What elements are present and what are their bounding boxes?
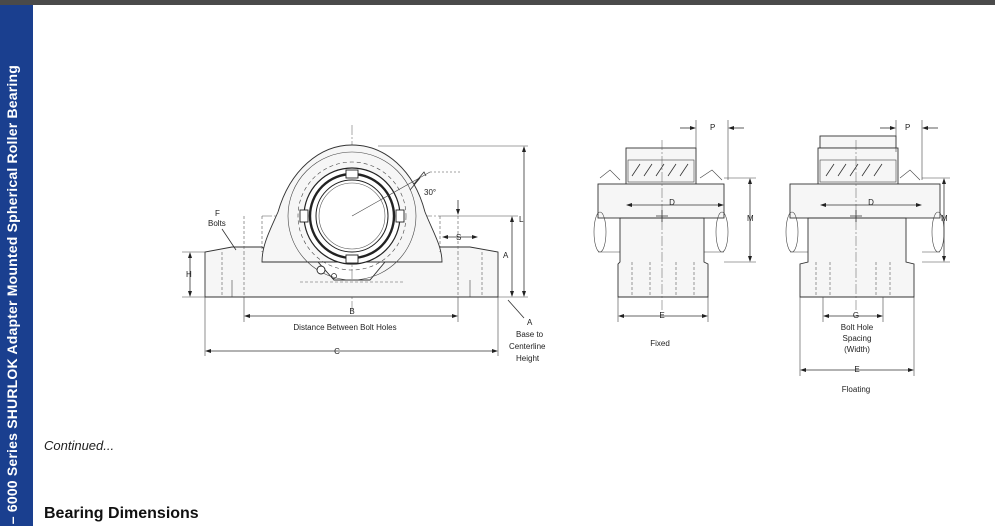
- h-label: H: [186, 270, 192, 279]
- bolts-label: Bolts: [208, 219, 226, 228]
- f-label: F: [215, 209, 220, 218]
- base-to-label: Base to: [516, 330, 544, 339]
- c-label: C: [334, 347, 340, 356]
- floating-side-view: P D M G Bolt Hole Spacing (Width) E Floa…: [785, 120, 950, 394]
- front-view: 30° L A S H F Bolts: [182, 125, 546, 363]
- floating-caption: Floating: [842, 385, 870, 394]
- centerline-label: Centerline: [509, 342, 546, 351]
- angle-label: 30°: [424, 188, 436, 197]
- fixed-d-label: D: [669, 198, 675, 207]
- fixed-m-label: M: [747, 214, 754, 223]
- spacing-label: Spacing: [843, 334, 872, 343]
- width-label: (Width): [844, 345, 870, 354]
- fixed-e-label: E: [659, 311, 664, 320]
- bearing-dimension-drawing: 30° L A S H F Bolts: [182, 120, 950, 394]
- float-g-label: G: [853, 311, 859, 320]
- a-base-label: A: [527, 318, 533, 327]
- height-label: Height: [516, 354, 540, 363]
- b-label: B: [349, 307, 354, 316]
- fixed-side-view: P D M E Fixed: [593, 120, 756, 348]
- section-heading: Bearing Dimensions: [44, 505, 199, 522]
- continued-note: Continued...: [44, 438, 115, 453]
- fixed-caption: Fixed: [650, 339, 670, 348]
- top-border: [0, 0, 995, 5]
- sidebar-banner: – 6000 Series SHURLOK Adapter Mounted Sp…: [0, 5, 33, 526]
- float-p-label: P: [905, 123, 910, 132]
- bolt-hole-label: Bolt Hole: [841, 323, 874, 332]
- float-m-label: M: [941, 214, 948, 223]
- float-e-label: E: [854, 365, 859, 374]
- s-label: S: [456, 233, 461, 242]
- l-label: L: [519, 215, 524, 224]
- a-side-label: A: [503, 251, 509, 260]
- fixed-p-label: P: [710, 123, 715, 132]
- float-d-label: D: [868, 198, 874, 207]
- distance-bolt-holes-label: Distance Between Bolt Holes: [293, 323, 396, 332]
